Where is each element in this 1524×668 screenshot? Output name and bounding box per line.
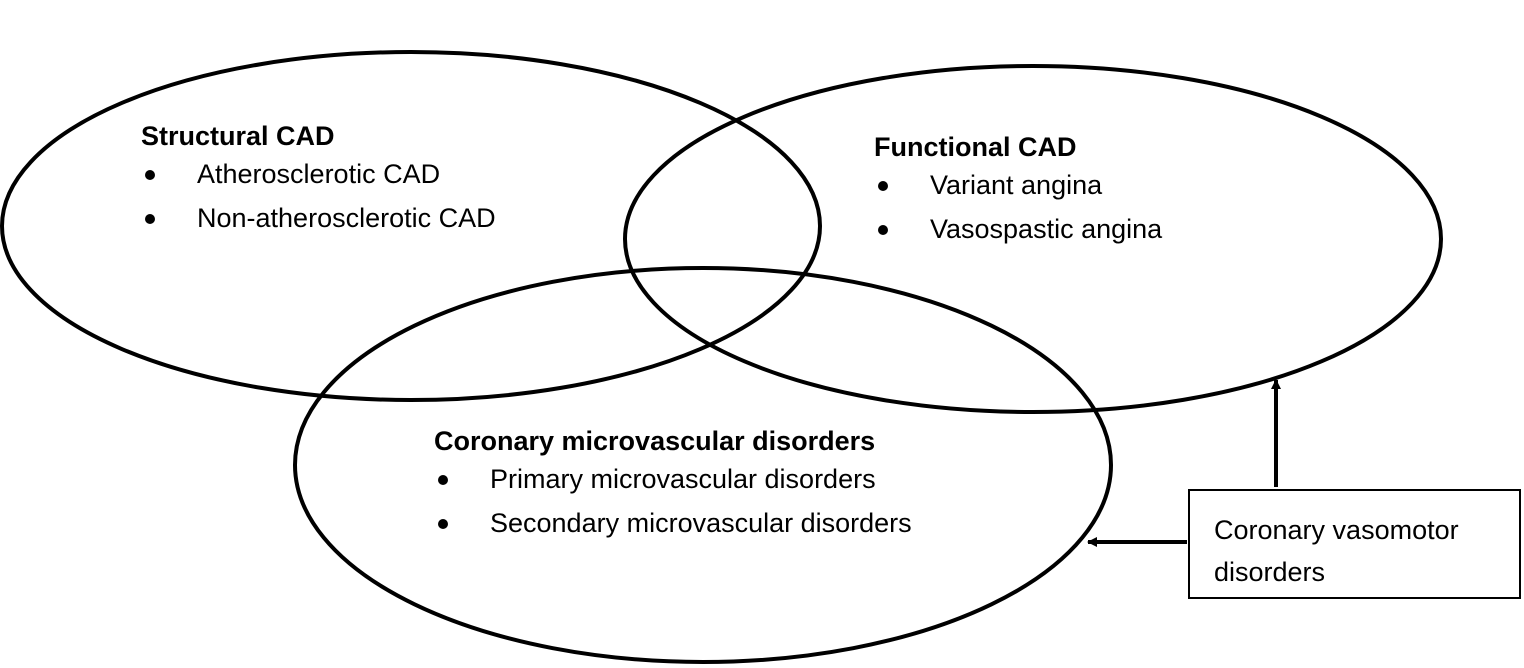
structural-cad-title: Structural CAD bbox=[141, 121, 335, 151]
functional-cad-list: Variant angina Vasospastic angina bbox=[874, 163, 1162, 251]
item-label: Variant angina bbox=[930, 170, 1103, 200]
bullet-icon bbox=[878, 225, 888, 235]
functional-cad-group: Functional CAD Variant angina Vasospasti… bbox=[874, 131, 1162, 251]
item-label: Primary microvascular disorders bbox=[490, 464, 876, 494]
vasomotor-line-1: Coronary vasomotor bbox=[1214, 515, 1459, 545]
list-item: Secondary microvascular disorders bbox=[434, 501, 912, 545]
list-item: Variant angina bbox=[874, 163, 1162, 207]
item-label: Non-atherosclerotic CAD bbox=[197, 203, 496, 233]
microvascular-ellipse bbox=[293, 266, 1113, 664]
functional-cad-ellipse bbox=[623, 64, 1443, 414]
functional-cad-title: Functional CAD bbox=[874, 132, 1077, 162]
structural-cad-ellipse bbox=[0, 50, 822, 402]
item-label: Vasospastic angina bbox=[930, 214, 1163, 244]
list-item: Atherosclerotic CAD bbox=[141, 152, 496, 196]
structural-cad-list: Atherosclerotic CAD Non-atherosclerotic … bbox=[141, 152, 496, 240]
list-item: Primary microvascular disorders bbox=[434, 457, 912, 501]
vasomotor-disorders-box: Coronary vasomotor disorders bbox=[1188, 489, 1521, 599]
bullet-icon bbox=[438, 519, 448, 529]
microvascular-group: Coronary microvascular disorders Primary… bbox=[434, 425, 912, 545]
item-label: Atherosclerotic CAD bbox=[197, 159, 441, 189]
bullet-icon bbox=[145, 214, 155, 224]
vasomotor-line-2: disorders bbox=[1214, 557, 1326, 587]
microvascular-title: Coronary microvascular disorders bbox=[434, 426, 876, 456]
list-item: Non-atherosclerotic CAD bbox=[141, 196, 496, 240]
bullet-icon bbox=[878, 181, 888, 191]
list-item: Vasospastic angina bbox=[874, 207, 1162, 251]
bullet-icon bbox=[438, 475, 448, 485]
microvascular-list: Primary microvascular disorders Secondar… bbox=[434, 457, 912, 545]
item-label: Secondary microvascular disorders bbox=[490, 508, 912, 538]
structural-cad-group: Structural CAD Atherosclerotic CAD Non-a… bbox=[141, 120, 496, 240]
bullet-icon bbox=[145, 170, 155, 180]
